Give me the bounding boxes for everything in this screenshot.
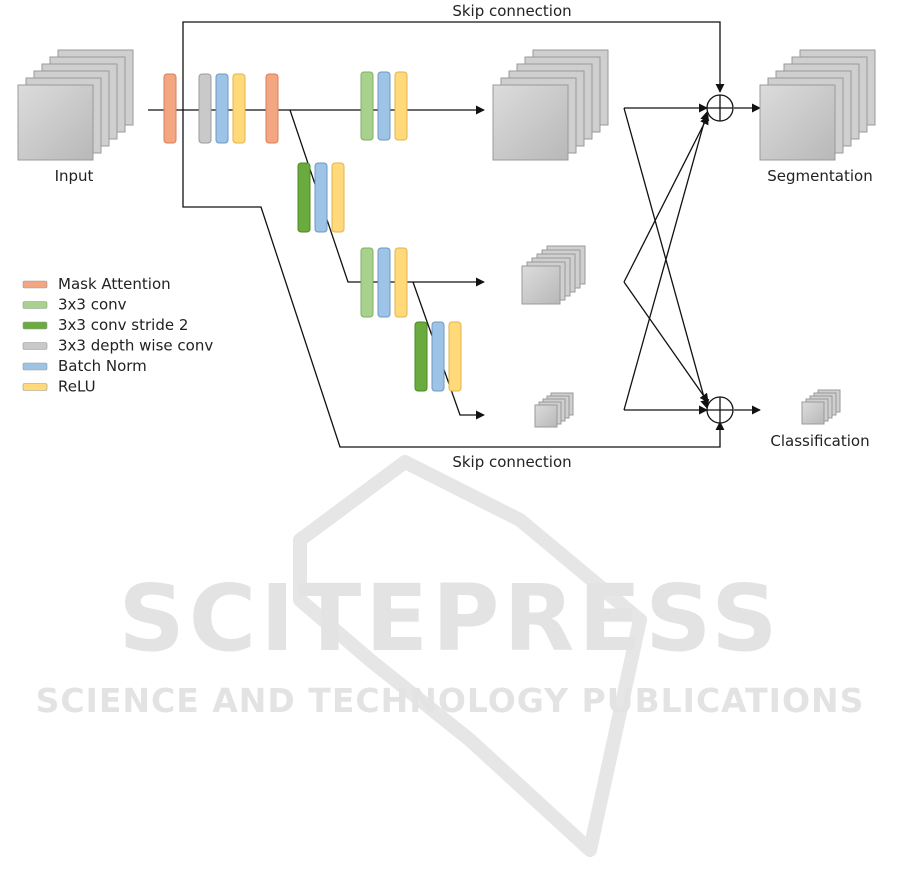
- watermark: SCITEPRESS SCIENCE AND TECHNOLOGY PUBLIC…: [36, 462, 865, 850]
- feature-map-layer: [760, 85, 835, 160]
- legend-label: 3x3 depth wise conv: [58, 337, 213, 355]
- batch-norm-block-down1: [315, 163, 327, 232]
- feature-map-layer: [802, 402, 824, 424]
- mask-attention-block-2: [266, 74, 278, 143]
- skip-connection-top-label: Skip connection: [452, 2, 571, 20]
- low-res-feature-map-stack: [535, 393, 573, 427]
- relu-block-down2: [449, 322, 461, 391]
- legend-swatch: [23, 343, 47, 350]
- feature-map-layer: [535, 405, 557, 427]
- legend-swatch: [23, 363, 47, 370]
- relu-block-1: [233, 74, 245, 143]
- classification-label: Classification: [770, 432, 869, 450]
- watermark-tagline: SCIENCE AND TECHNOLOGY PUBLICATIONS: [36, 681, 865, 720]
- batch-norm-block-1: [216, 74, 228, 143]
- skip-connection-bottom-line: [183, 110, 720, 447]
- legend-swatch: [23, 384, 47, 391]
- legend: Mask Attention 3x3 conv 3x3 conv stride 2 3…: [23, 275, 213, 396]
- batch-norm-block-down2: [432, 322, 444, 391]
- relu-block-high: [395, 72, 407, 140]
- legend-label: 3x3 conv: [58, 296, 127, 314]
- legend-swatch: [23, 281, 47, 288]
- legend-swatch: [23, 302, 47, 309]
- relu-block-down1: [332, 163, 344, 232]
- mask-attention-block-1: [164, 74, 176, 143]
- input-label: Input: [55, 167, 94, 185]
- segmentation-output-stack: [760, 50, 875, 160]
- legend-label: ReLU: [58, 378, 96, 396]
- legend-label: Mask Attention: [58, 275, 171, 293]
- input-feature-map-stack: [18, 50, 133, 160]
- classification-output-stack: [802, 390, 840, 424]
- conv-block-high: [361, 72, 373, 140]
- conv-stride2-block-1: [298, 163, 310, 232]
- mid-res-feature-map-stack: [522, 246, 585, 304]
- fusion-node-top: [707, 95, 733, 121]
- high-res-feature-map-stack: [493, 50, 608, 160]
- batch-norm-block-mid: [378, 248, 390, 317]
- segmentation-label: Segmentation: [767, 167, 872, 185]
- relu-block-mid: [395, 248, 407, 317]
- batch-norm-block-high: [378, 72, 390, 140]
- legend-swatch: [23, 322, 47, 329]
- feature-map-layer: [493, 85, 568, 160]
- watermark-brand: SCITEPRESS: [118, 565, 781, 672]
- skip-connection-top-line: [183, 22, 720, 110]
- skip-connection-bottom-label: Skip connection: [452, 453, 571, 471]
- fusion-node-bottom: [707, 397, 733, 423]
- conv-stride2-block-2: [415, 322, 427, 391]
- conv-block-mid: [361, 248, 373, 317]
- feature-map-layer: [18, 85, 93, 160]
- cross-mid-to-bottom: [624, 282, 708, 402]
- legend-label: Batch Norm: [58, 357, 147, 375]
- legend-label: 3x3 conv stride 2: [58, 316, 188, 334]
- depthwise-conv-block: [199, 74, 211, 143]
- feature-map-layer: [522, 266, 560, 304]
